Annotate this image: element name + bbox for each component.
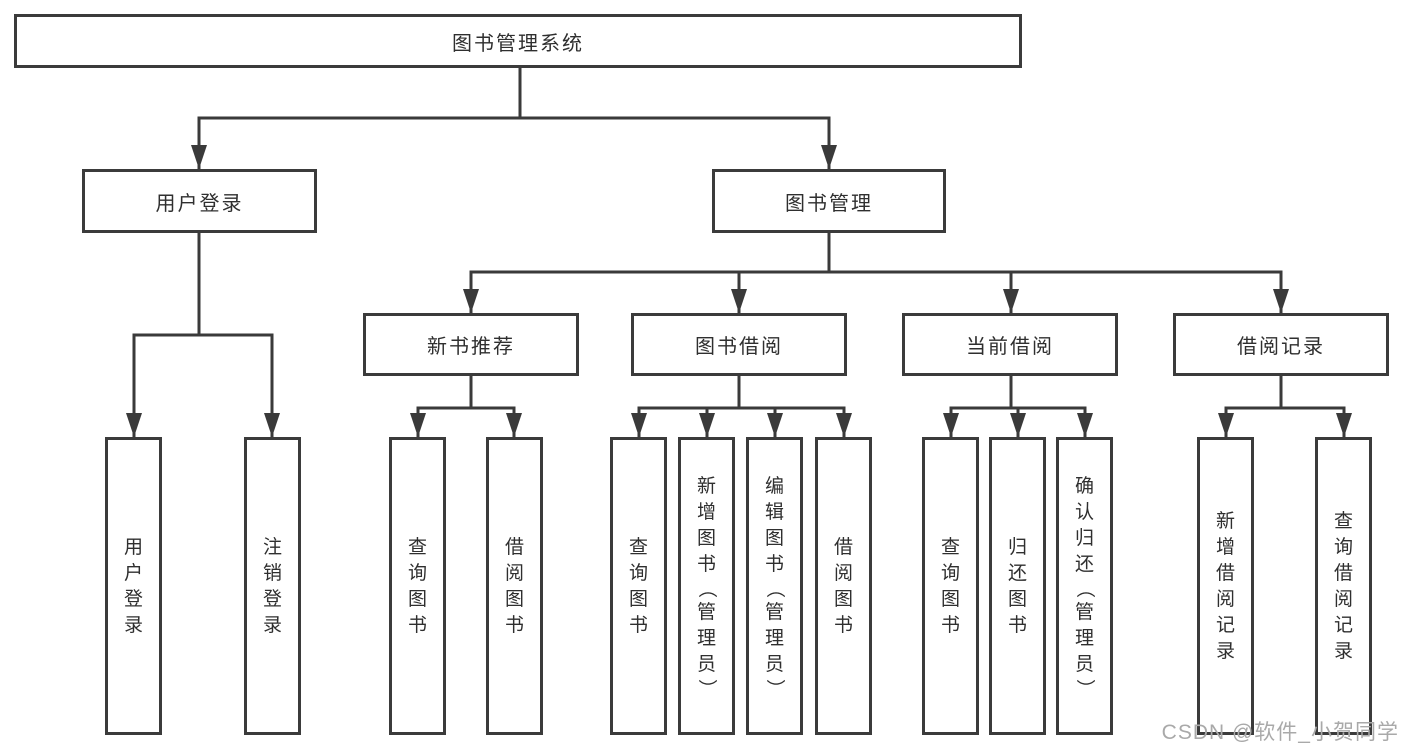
node-label: 查询借阅记录 xyxy=(1333,510,1353,662)
arrowhead xyxy=(506,413,522,437)
node-label: 图书借阅 xyxy=(695,336,783,358)
leaf-confirm-return-admin: 确认归还（管理员） xyxy=(1056,437,1113,735)
node-new-book-recommendation: 新书推荐 xyxy=(363,313,579,376)
arrowhead xyxy=(264,413,280,437)
leaf-query-books-current: 查询图书 xyxy=(922,437,979,735)
node-label: 归还图书 xyxy=(1007,536,1027,636)
leaf-query-books-recommend: 查询图书 xyxy=(389,437,446,735)
arrowhead xyxy=(1010,413,1026,437)
leaf-borrow-books: 借阅图书 xyxy=(815,437,872,735)
arrowhead xyxy=(836,413,852,437)
node-label: 查询图书 xyxy=(940,536,960,636)
node-label: 新增借阅记录 xyxy=(1215,510,1235,662)
arrowhead xyxy=(631,413,647,437)
node-label: 借阅记录 xyxy=(1237,336,1325,358)
leaf-return-books: 归还图书 xyxy=(989,437,1046,735)
arrowhead xyxy=(943,413,959,437)
node-label: 借阅图书 xyxy=(504,536,524,636)
arrowhead xyxy=(463,289,479,313)
arrowhead xyxy=(126,413,142,437)
arrowhead xyxy=(1003,289,1019,313)
leaf-borrow-books-recommend: 借阅图书 xyxy=(486,437,543,735)
csdn-watermark: CSDN @软件_小贺同学 xyxy=(1161,721,1399,744)
arrowhead xyxy=(1273,289,1289,313)
node-label: 注销登录 xyxy=(262,536,282,636)
leaf-user-login: 用户登录 xyxy=(105,437,162,735)
node-label: 新书推荐 xyxy=(427,336,515,358)
arrowhead xyxy=(821,145,837,169)
leaf-query-borrow-record: 查询借阅记录 xyxy=(1315,437,1372,735)
node-book-management: 图书管理 xyxy=(712,169,946,233)
arrowheads xyxy=(126,145,1352,437)
connector-newbook-branch xyxy=(416,376,516,437)
node-borrowing-records: 借阅记录 xyxy=(1173,313,1389,376)
leaf-logout: 注销登录 xyxy=(244,437,301,735)
node-label: 确认归还（管理员） xyxy=(1073,475,1095,698)
node-label: 图书管理 xyxy=(785,192,873,215)
node-label: 编辑图书（管理员） xyxy=(763,475,785,698)
connector-records-branch xyxy=(1224,376,1346,437)
node-label: 当前借阅 xyxy=(966,336,1054,358)
node-current-borrowing: 当前借阅 xyxy=(902,313,1118,376)
connector-userlogin-branch xyxy=(132,233,274,437)
arrowhead xyxy=(1336,413,1352,437)
node-label: 查询图书 xyxy=(407,536,427,636)
node-label: 用户登录 xyxy=(155,192,244,215)
arrowhead xyxy=(731,289,747,313)
connector-bookmgmt-to-level3 xyxy=(469,233,1283,313)
connector-bookborrow-branch xyxy=(637,376,846,437)
connector-root-to-level2 xyxy=(197,68,831,169)
arrowhead xyxy=(767,413,783,437)
leaf-add-books-admin: 新增图书（管理员） xyxy=(678,437,735,735)
arrowhead xyxy=(1077,413,1093,437)
leaf-add-borrow-record: 新增借阅记录 xyxy=(1197,437,1254,735)
node-user-login: 用户登录 xyxy=(82,169,317,233)
arrowhead xyxy=(410,413,426,437)
node-book-borrowing: 图书借阅 xyxy=(631,313,847,376)
leaf-query-books-borrow: 查询图书 xyxy=(610,437,667,735)
node-label: 查询图书 xyxy=(628,536,648,636)
arrowhead xyxy=(1218,413,1234,437)
arrowhead xyxy=(191,145,207,169)
node-library-management-system: 图书管理系统 xyxy=(14,14,1022,68)
node-label: 借阅图书 xyxy=(833,536,853,636)
arrowhead xyxy=(699,413,715,437)
node-label: 图书管理系统 xyxy=(452,32,584,55)
leaf-edit-books-admin: 编辑图书（管理员） xyxy=(746,437,803,735)
node-label: 新增图书（管理员） xyxy=(695,475,717,698)
node-label: 用户登录 xyxy=(123,536,143,636)
